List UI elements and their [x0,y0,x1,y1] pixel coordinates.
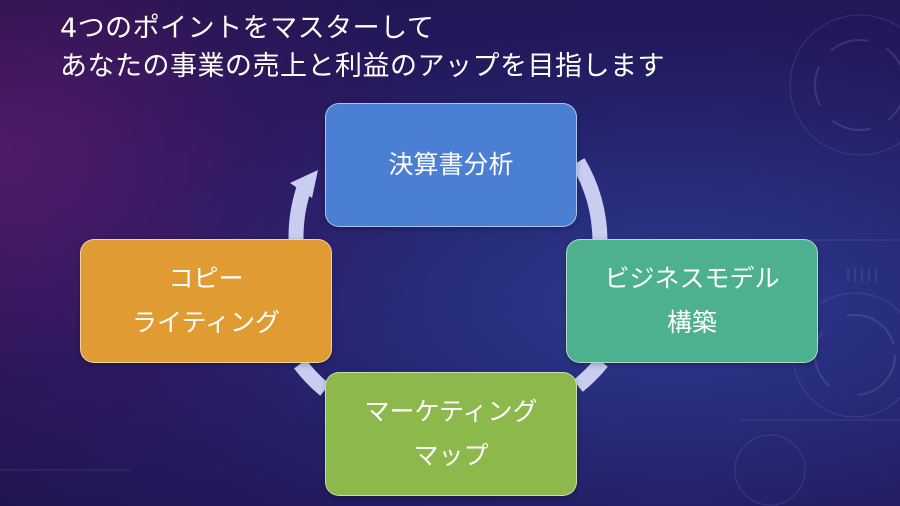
title-line-1: 4つのポイントをマスターして [60,13,435,44]
node-label: 決算書分析 [388,150,514,179]
cycle-arc-3 [294,359,330,396]
cycle-node-financial-analysis: 決算書分析 [325,103,577,227]
node-label: ビジネスモデル [604,264,780,293]
node-label: ライティング [131,308,280,337]
slide-title: 4つのポイントをマスターして あなたの事業の売上と利益のアップを目指します [60,10,665,86]
node-label: 構築 [666,308,717,337]
title-line-2: あなたの事業の売上と利益のアップを目指します [60,51,665,82]
node-label: マップ [413,441,489,470]
cycle-node-business-model: ビジネスモデル 構築 [566,239,818,363]
cycle-arc-1 [571,158,608,241]
node-label: マーケティング [364,397,538,426]
cycle-node-copywriting: コピー ライティング [80,239,332,363]
cycle-arc-4 [288,182,313,241]
deco-ring-large [789,14,900,156]
cycle-arrowhead [290,170,318,198]
deco-ring-medium [814,39,900,131]
node-label: コピー [168,264,244,293]
cycle-node-marketing-map: マーケティング マップ [325,372,577,496]
cycle-arc-2 [573,357,608,392]
deco-ring-bottom [734,434,806,506]
